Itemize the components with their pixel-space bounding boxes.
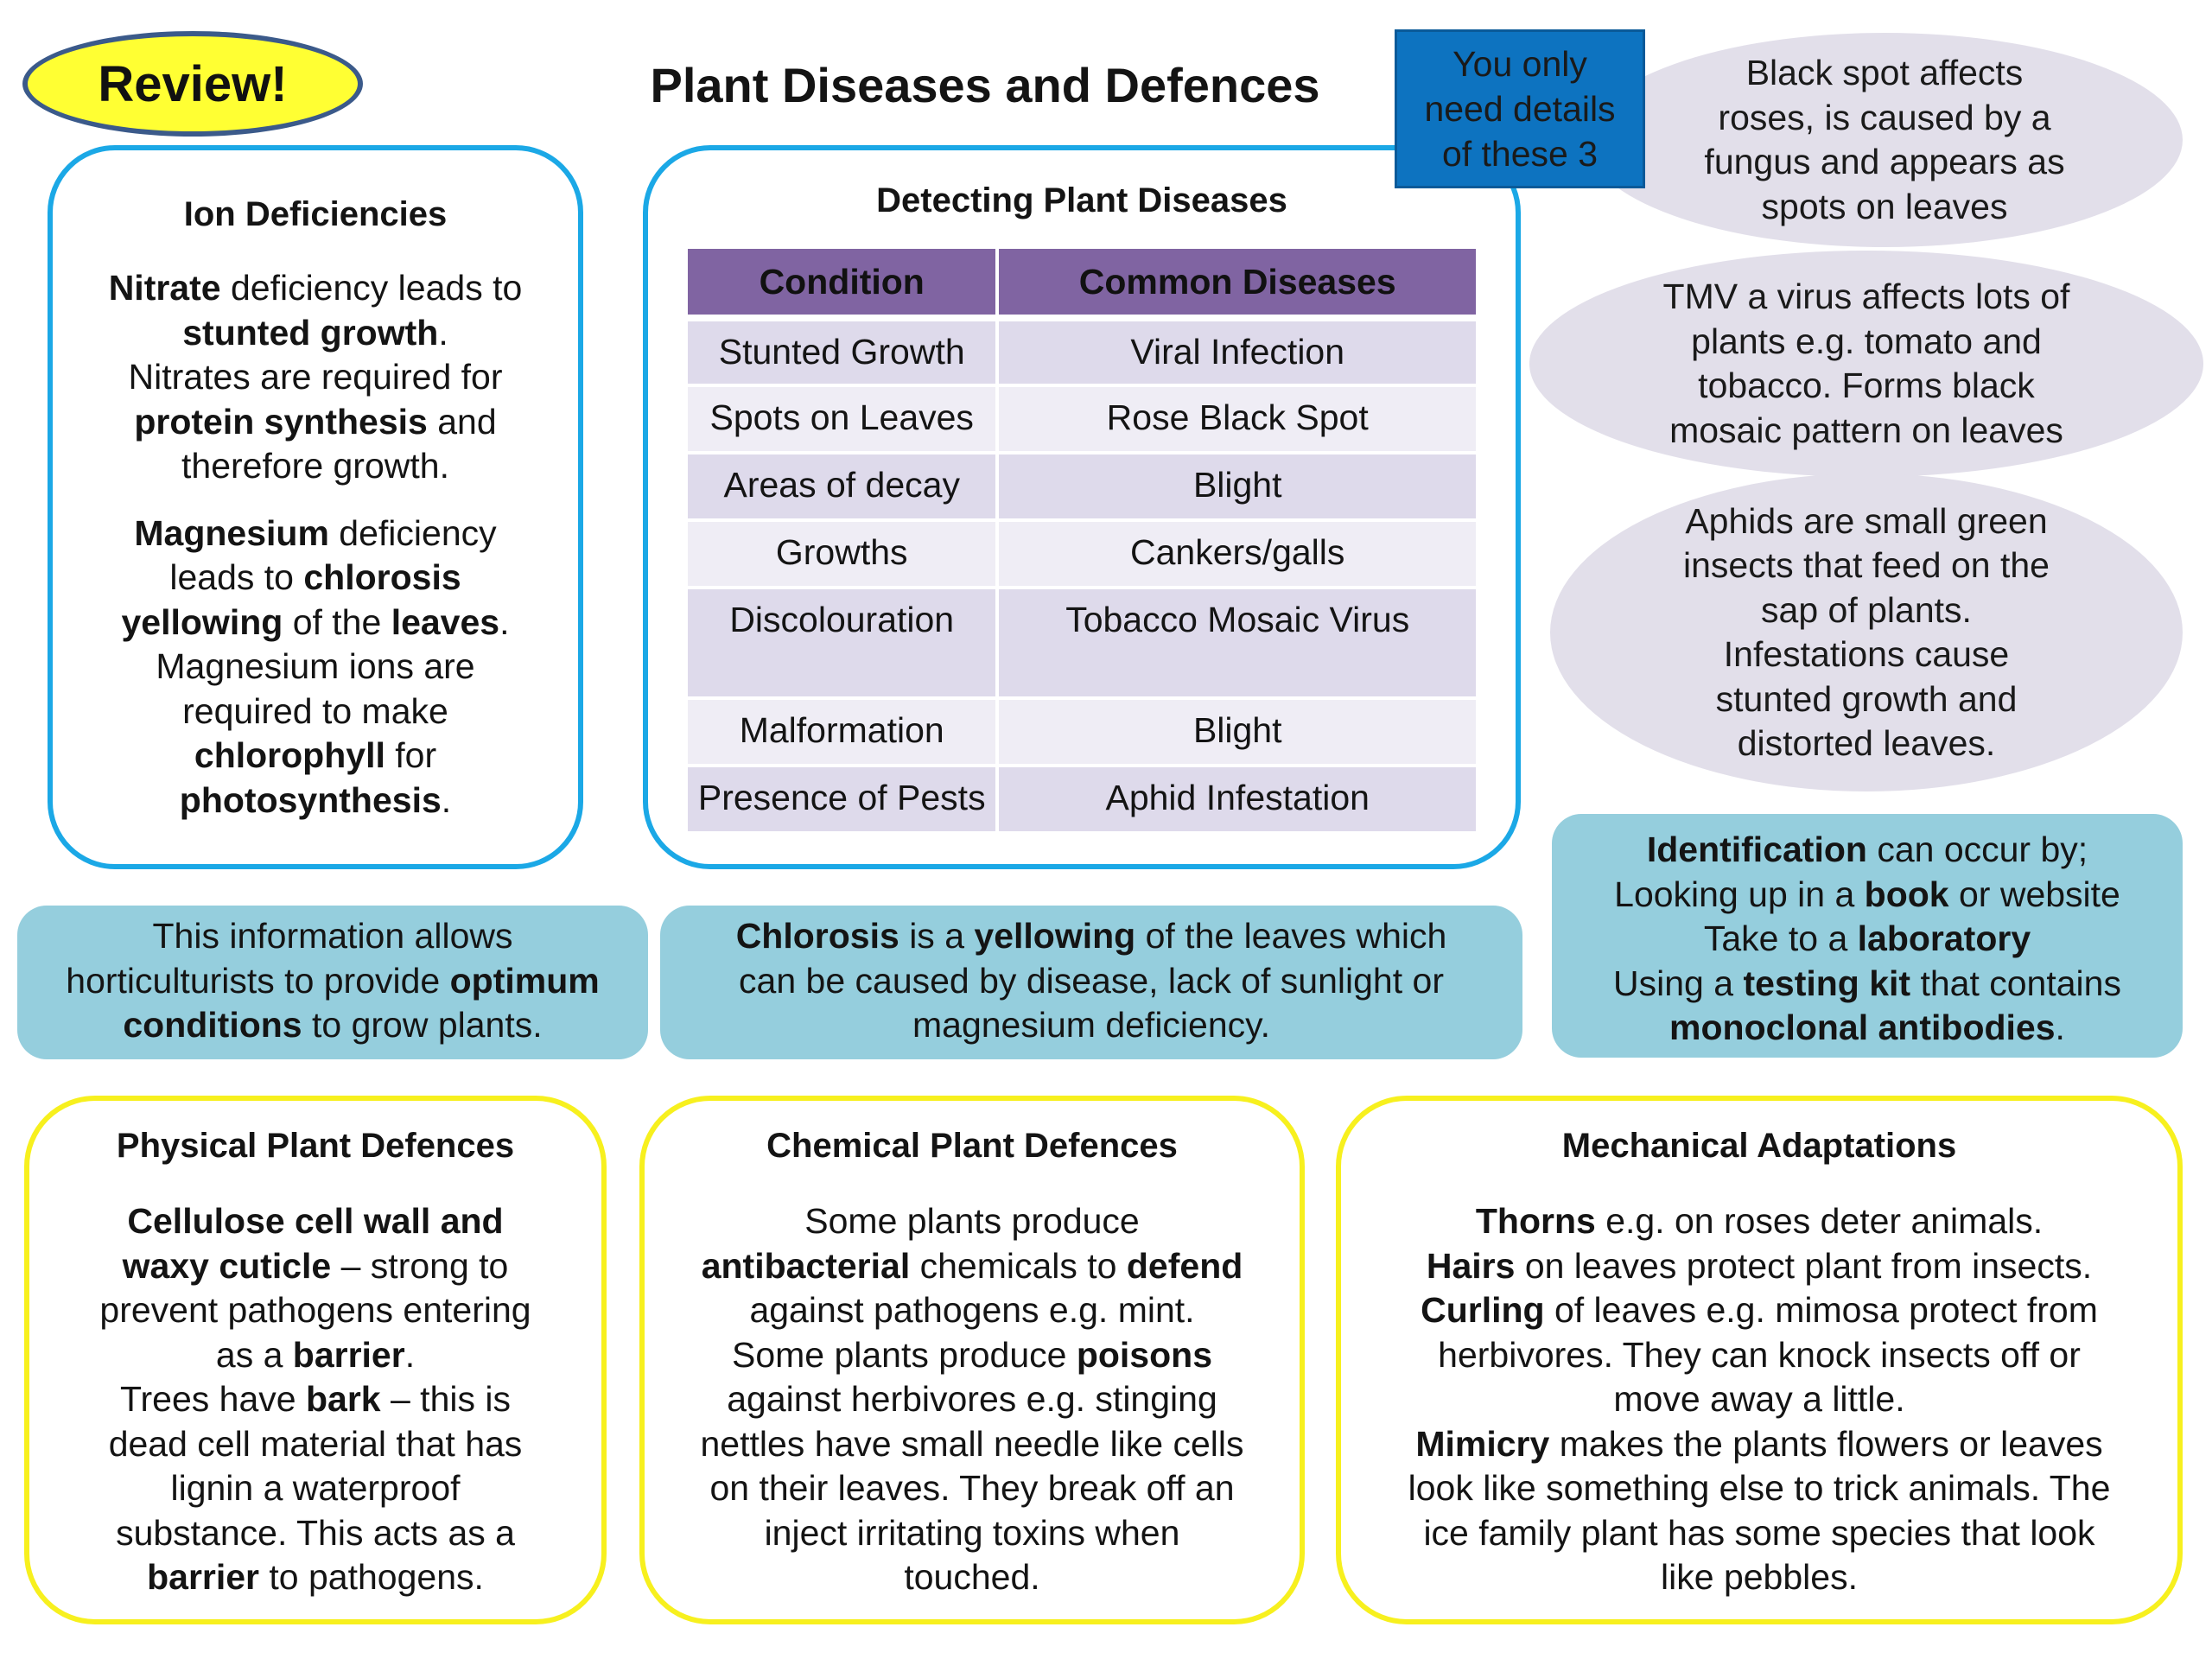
table-cell: Presence of Pests xyxy=(688,766,1000,835)
table-cell: Rose Black Spot xyxy=(997,385,1476,454)
chemical-defences-heading: Chemical Plant Defences xyxy=(766,1127,1178,1165)
column-header-condition: Condition xyxy=(688,249,1000,321)
mechanical-adaptations-text: Thorns e.g. on roses deter animals.Hairs… xyxy=(1408,1201,2111,1597)
chlorosis-panel: Chlorosis is a yellowing of the leaves w… xyxy=(660,906,1522,1059)
ion-deficiencies-text: Nitrate deficiency leads to stunted grow… xyxy=(70,266,561,823)
table-header-row: Condition Common Diseases xyxy=(688,249,1476,321)
chlorosis-text: Chlorosis is a yellowing of the leaves w… xyxy=(735,916,1447,1045)
table-cell: Blight xyxy=(997,698,1476,767)
table-cell: Discolouration xyxy=(688,588,1000,700)
review-badge: Review! xyxy=(22,31,363,137)
table-cell: Aphid Infestation xyxy=(997,766,1476,835)
physical-defences-heading: Physical Plant Defences xyxy=(116,1127,515,1165)
chemical-defences-panel: Chemical Plant Defences Some plants prod… xyxy=(639,1096,1305,1624)
column-header-diseases: Common Diseases xyxy=(997,249,1476,321)
physical-defences-panel: Physical Plant Defences Cellulose cell w… xyxy=(24,1096,607,1624)
table-cell: Malformation xyxy=(688,698,1000,767)
mechanical-adaptations-panel: Mechanical Adaptations Thorns e.g. on ro… xyxy=(1336,1096,2183,1624)
table-cell: Tobacco Mosaic Virus xyxy=(997,588,1476,700)
table-cell: Blight xyxy=(997,453,1476,522)
table-cell: Cankers/galls xyxy=(997,520,1476,589)
mechanical-adaptations-heading: Mechanical Adaptations xyxy=(1561,1127,1957,1165)
diseases-table: Condition Common Diseases Stunted Growth… xyxy=(688,249,1476,835)
table-cell: Spots on Leaves xyxy=(688,385,1000,454)
table-cell: Areas of decay xyxy=(688,453,1000,522)
ion-deficiencies-heading: Ion Deficiencies xyxy=(183,195,448,233)
detecting-diseases-heading: Detecting Plant Diseases xyxy=(876,181,1287,219)
nitrate-paragraph: Nitrate deficiency leads to stunted grow… xyxy=(108,268,523,486)
table-cell: Stunted Growth xyxy=(688,318,1000,387)
ion-deficiencies-panel: Ion Deficiencies Nitrate deficiency lead… xyxy=(48,145,583,869)
identification-text: Identification can occur by;Looking up i… xyxy=(1613,830,2121,1047)
table-cell: Viral Infection xyxy=(997,318,1476,387)
identification-panel: Identification can occur by;Looking up i… xyxy=(1552,814,2183,1058)
page-title: Plant Diseases and Defences xyxy=(650,58,1320,112)
table-cell: Growths xyxy=(688,520,1000,589)
